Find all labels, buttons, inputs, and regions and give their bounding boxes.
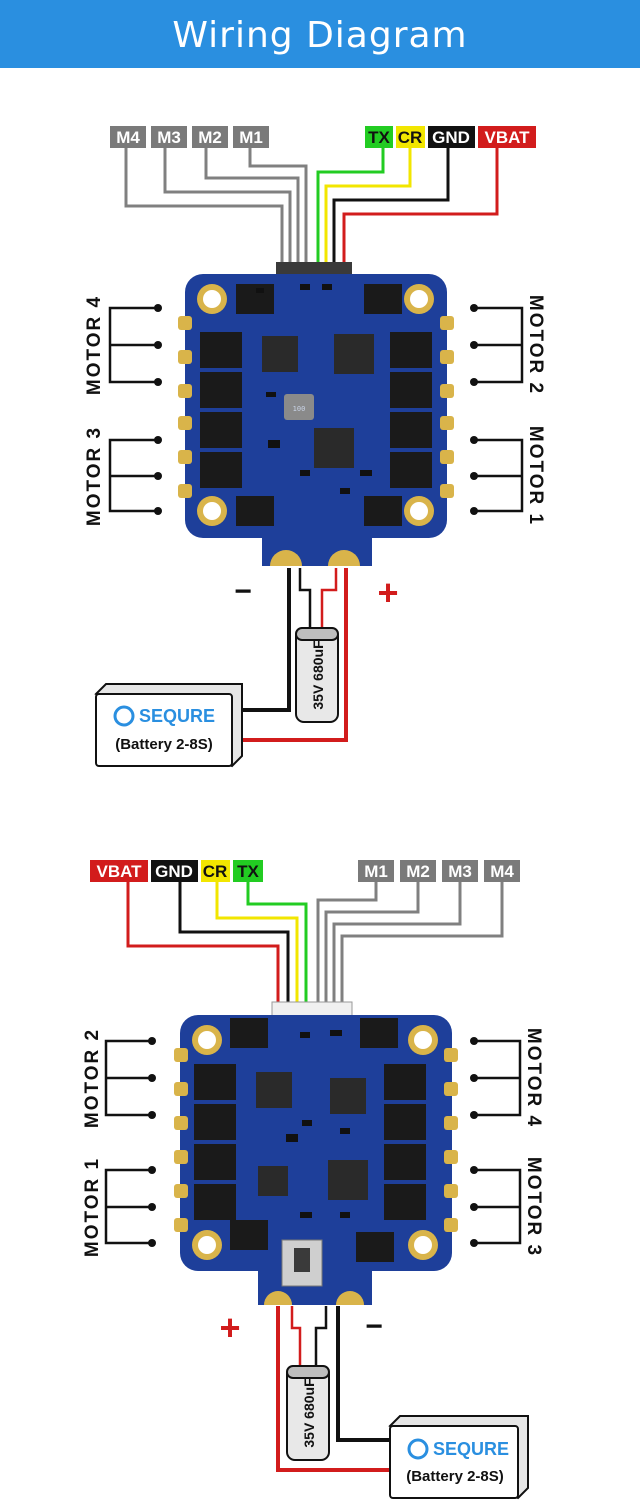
bottom-diagram: VBAT GND CR TX M1 M2 M3 M4: [82, 860, 544, 1500]
pad-m4: [484, 860, 520, 882]
top-battery-brand: SEQURE: [139, 706, 215, 726]
pad-m4: [110, 126, 146, 148]
pad-m3-label: M3: [448, 862, 472, 881]
top-power-cables: [236, 568, 348, 742]
pad-vbat: [90, 860, 148, 882]
pad-m1: [358, 860, 394, 882]
top-power-pads: TX CR GND VBAT: [365, 126, 536, 148]
pad-m2-label: M2: [406, 862, 430, 881]
top-motor-4-label: MOTOR 4: [84, 295, 105, 395]
pad-m1-label: M1: [239, 128, 263, 147]
pad-cr: [396, 126, 425, 148]
top-motor-3-label: MOTOR 3: [84, 426, 105, 526]
pad-tx-label: TX: [237, 862, 259, 881]
bottom-esc-board: [174, 1015, 458, 1305]
top-battery: SEQURE (Battery 2-8S): [94, 683, 243, 768]
pad-m4-label: M4: [490, 862, 514, 881]
page-title: Wiring Diagram: [172, 15, 468, 56]
top-right-motor-wires: [474, 306, 524, 513]
pad-m3-label: M3: [157, 128, 181, 147]
bottom-capacitor-label: 35V 680uF: [301, 1378, 317, 1448]
sequre-logo-icon: [407, 1438, 429, 1460]
bottom-motor-1-label: MOTOR 1: [82, 1157, 103, 1257]
top-motor-1-label: MOTOR 1: [525, 426, 546, 526]
bottom-motor-4-label: MOTOR 4: [523, 1028, 544, 1128]
bottom-capacitor: 35V 680uF: [286, 1365, 330, 1461]
top-plus-sign: +: [377, 572, 398, 613]
bottom-battery: SEQURE (Battery 2-8S): [388, 1415, 529, 1500]
svg-text:100: 100: [293, 405, 306, 413]
bottom-plus-sign: +: [219, 1307, 240, 1348]
header-bar: Wiring Diagram: [0, 0, 640, 68]
bottom-battery-brand: SEQURE: [433, 1439, 509, 1459]
bottom-motor-pads: M1 M2 M3 M4: [358, 860, 520, 882]
top-minus-sign: −: [234, 575, 252, 608]
bottom-motor-2-label: MOTOR 2: [82, 1028, 103, 1128]
pad-cr-label: CR: [203, 862, 228, 881]
pad-vbat-label: VBAT: [484, 128, 530, 147]
pad-gnd: [151, 860, 198, 882]
bottom-battery-label: (Battery 2-8S): [406, 1468, 504, 1485]
pad-m1-label: M1: [364, 862, 388, 881]
top-capacitor-label: 35V 680uF: [310, 640, 326, 710]
pad-tx: [233, 860, 263, 882]
pad-gnd-label: GND: [432, 128, 470, 147]
pad-tx: [365, 126, 393, 148]
top-capacitor: 35V 680uF: [295, 627, 339, 723]
pad-m4-label: M4: [116, 128, 140, 147]
bottom-signal-wires: [126, 882, 504, 1005]
top-motor-2-label: MOTOR 2: [525, 295, 546, 395]
pad-tx-label: TX: [368, 128, 390, 147]
top-signal-wires: [124, 148, 499, 265]
pad-m3: [442, 860, 478, 882]
bottom-motor-3-label: MOTOR 3: [523, 1157, 544, 1257]
pad-m2: [400, 860, 436, 882]
top-battery-label: (Battery 2-8S): [115, 736, 213, 753]
top-diagram: M4 M3 M2 M1 TX CR GND VBAT: [84, 126, 546, 768]
sequre-logo-icon: [113, 705, 135, 727]
pad-m3: [151, 126, 187, 148]
pad-vbat-label: VBAT: [96, 862, 142, 881]
bottom-power-cables: [276, 1306, 392, 1472]
bottom-power-pads: VBAT GND CR TX: [90, 860, 263, 882]
pad-m2: [192, 126, 228, 148]
top-left-motor-wires: [108, 306, 158, 513]
pad-m1: [233, 126, 269, 148]
pad-m2-label: M2: [198, 128, 222, 147]
pad-vbat: [478, 126, 536, 148]
bottom-left-motor-wires: [104, 1039, 152, 1245]
bottom-minus-sign: −: [365, 1310, 383, 1343]
pad-cr-label: CR: [398, 128, 423, 147]
pad-cr: [201, 860, 230, 882]
top-motor-pads: M4 M3 M2 M1: [110, 126, 269, 148]
top-esc-board: 100: [178, 274, 454, 566]
bottom-right-motor-wires: [474, 1039, 522, 1245]
top-jst-connector: [276, 262, 352, 276]
pad-gnd: [428, 126, 475, 148]
pad-gnd-label: GND: [155, 862, 193, 881]
